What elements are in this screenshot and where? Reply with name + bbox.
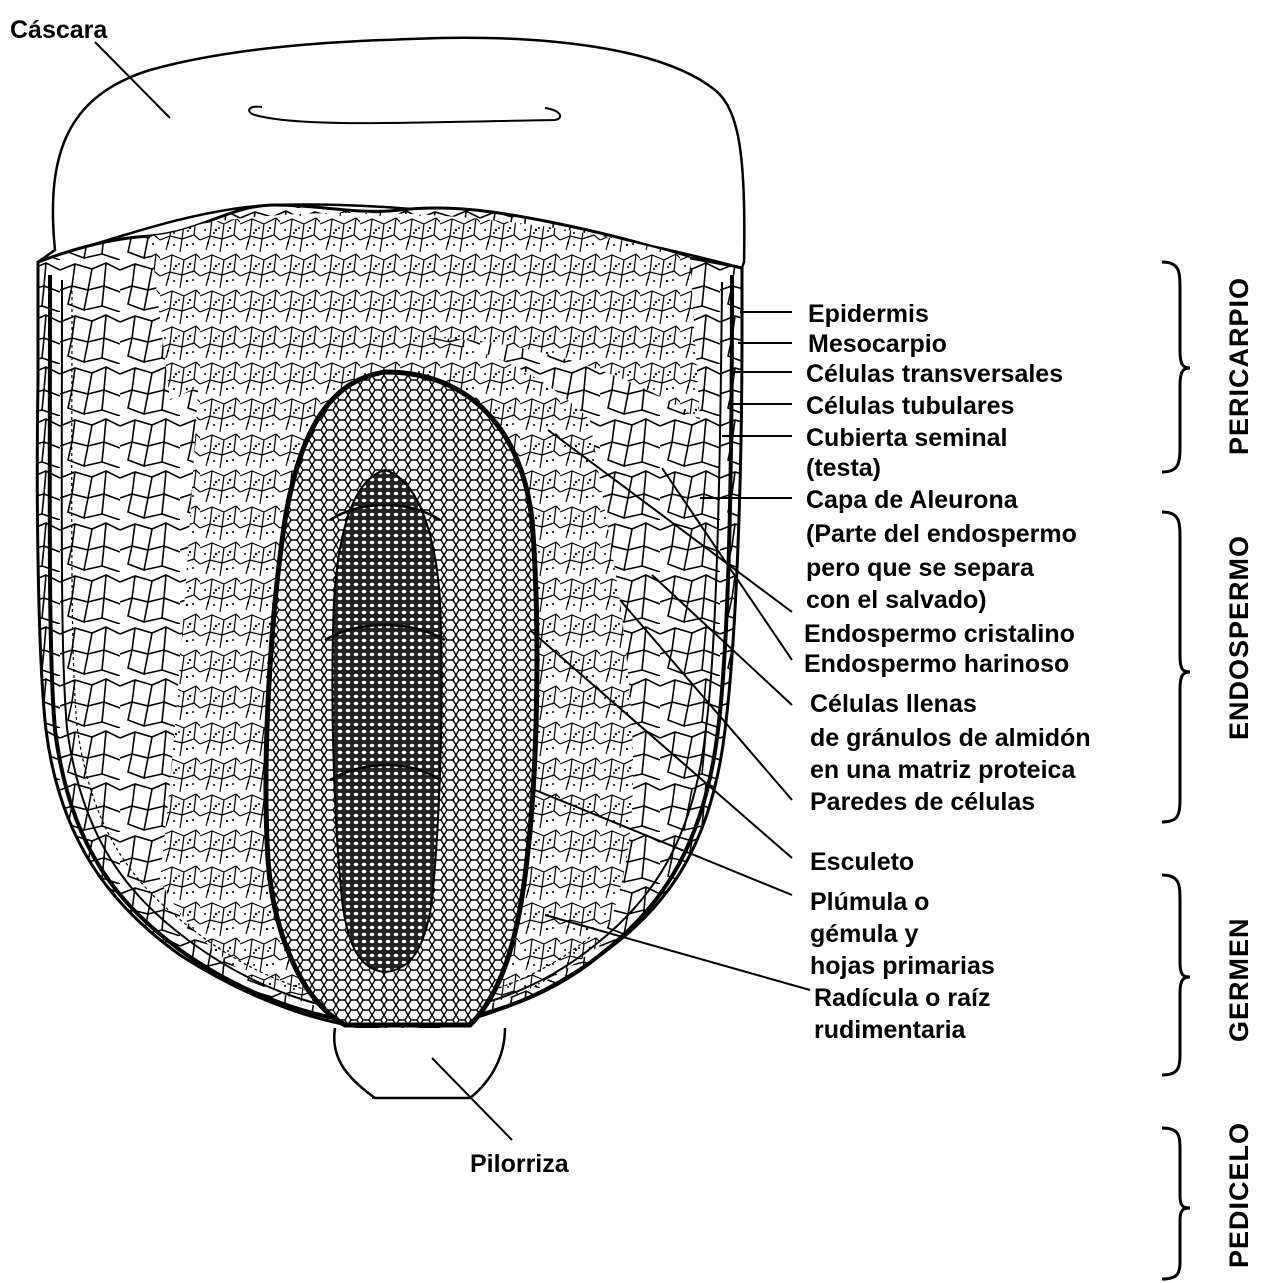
label-epidermis: Epidermis [808,300,929,328]
pilorriza-tip [334,1028,505,1098]
label-capa-aleurona: Capa de Aleurona (Parte del endospermo p… [806,486,1084,614]
germ [266,372,537,1025]
label-celulas-tubulares: Células tubulares [806,392,1014,420]
label-celulas-transversales: Células transversales [806,360,1063,388]
brace-germen [1162,875,1190,1075]
label-celulas-llenas: Células llenas de gránulos de almidón en… [810,690,1098,784]
label-cubierta-seminal: Cubierta seminal (testa) [806,424,1014,482]
label-paredes-celulas: Paredes de células [810,788,1035,816]
section-braces [1162,262,1190,1279]
section-labels: PERICARPIO ENDOSPERMO GERMEN PEDICELO [1224,277,1254,1268]
label-endospermo-harinoso: Endospermo harinoso [804,650,1069,678]
label-cascara: Cáscara [10,16,108,44]
label-radicula: Radícula o raíz rudimentaria [814,984,997,1044]
brace-pedicelo [1162,1128,1190,1279]
brace-endospermo [1162,512,1190,822]
label-plumula: Plúmula o gémula y hojas primarias [810,888,995,980]
section-pedicelo: PEDICELO [1224,1122,1254,1268]
label-pilorriza: Pilorriza [470,1150,570,1178]
label-mesocarpio: Mesocarpio [808,330,947,358]
section-pericarpio: PERICARPIO [1224,277,1254,455]
label-esculeto: Esculeto [810,848,914,876]
label-endospermo-cristalino: Endospermo cristalino [804,620,1075,648]
section-germen: GERMEN [1224,917,1254,1042]
section-endospermo: ENDOSPERMO [1224,535,1254,740]
brace-pericarpio [1162,262,1190,472]
